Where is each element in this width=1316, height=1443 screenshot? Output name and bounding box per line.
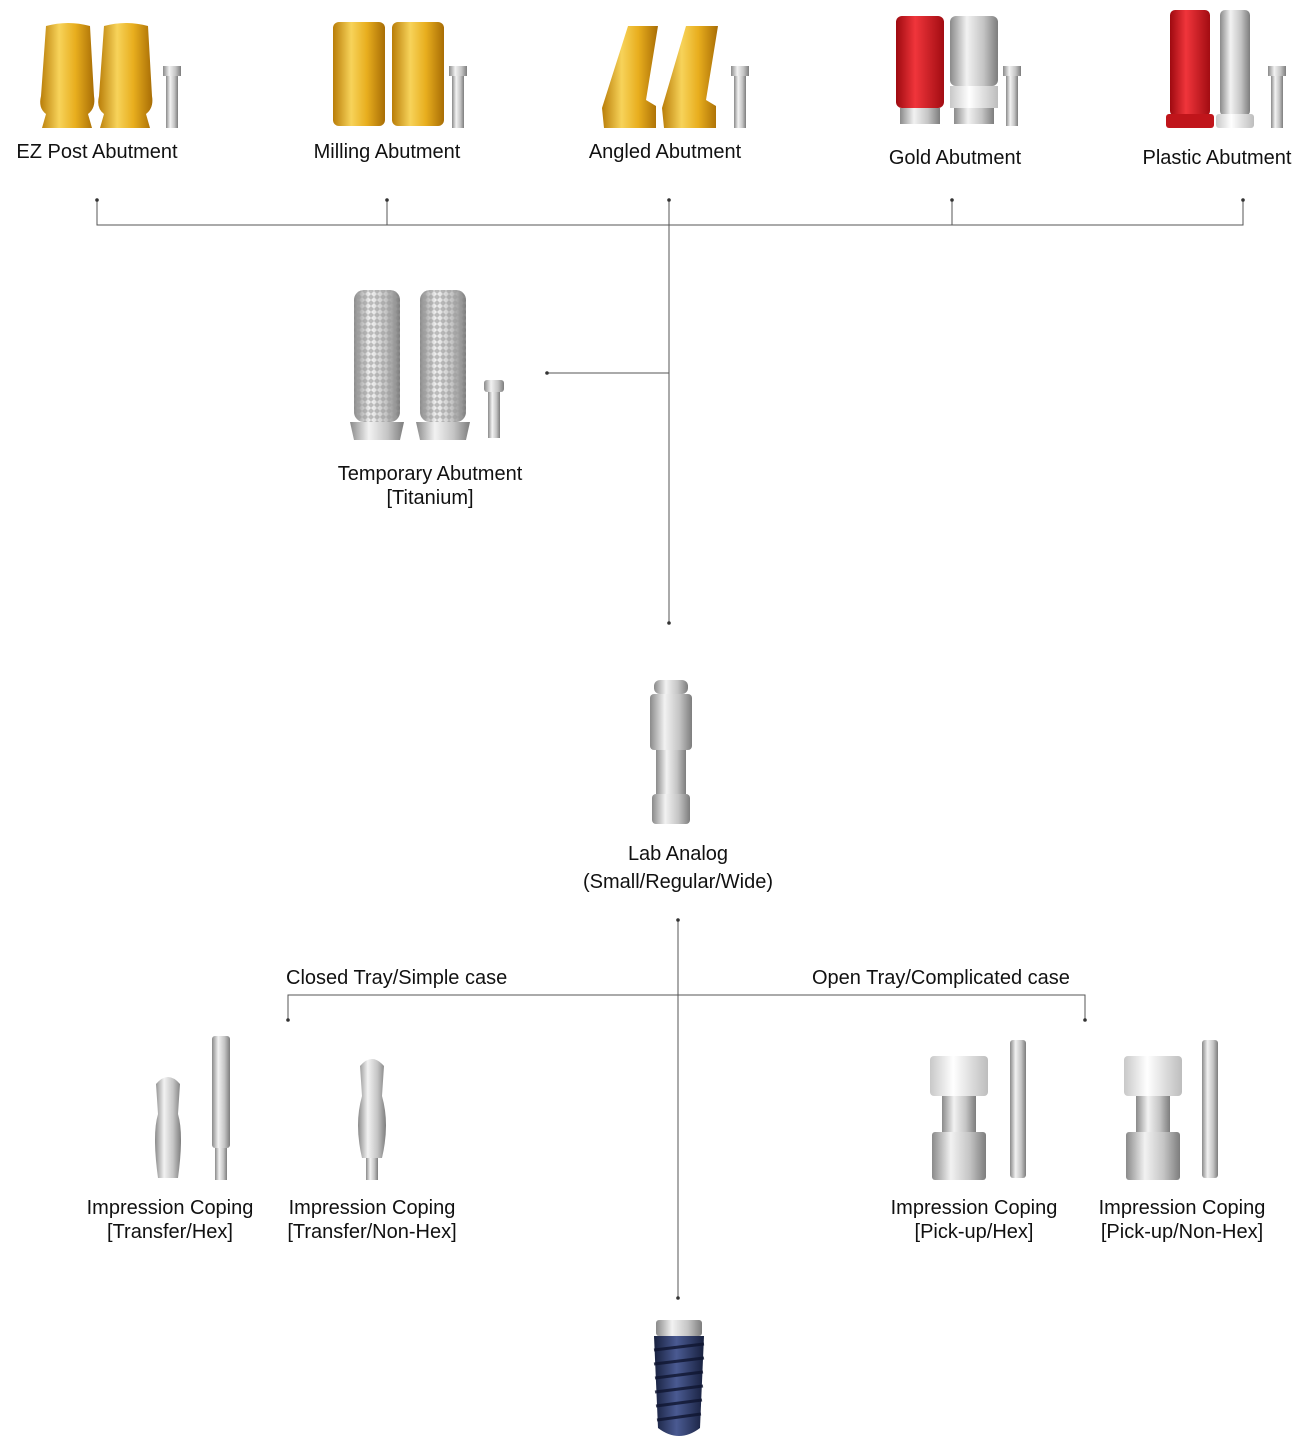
angled-abutment-label: Angled Abutment — [588, 141, 742, 163]
pickup-nonhex-label: Impression Coping[Pick-up/Non-Hex] — [1098, 1197, 1266, 1243]
lab-analog-label: Lab Analog(Small/Regular/Wide) — [582, 843, 774, 893]
gold-abutment-label: Gold Abutment — [888, 147, 1022, 169]
plastic-abutment-image — [1166, 10, 1286, 128]
angled-abutment-image — [602, 26, 749, 128]
ez-post-abutment-label: EZ Post Abutment — [16, 141, 178, 163]
milling-abutment-label: Milling Abutment — [313, 141, 461, 163]
temporary-abutment-image — [350, 290, 504, 440]
transfer-nonhex-coping-image — [358, 1059, 386, 1180]
implant-image — [653, 1320, 705, 1436]
ez-post-abutment-image — [40, 23, 181, 128]
pickup-nonhex-coping-image — [1124, 1040, 1218, 1180]
plastic-abutment-label: Plastic Abutment — [1142, 147, 1292, 169]
open-tray-label: Open Tray/Complicated case — [812, 967, 1070, 989]
transfer-hex-coping-image — [155, 1036, 230, 1180]
gold-abutment-image — [896, 16, 1021, 126]
milling-abutment-image — [333, 22, 467, 128]
lab-analog-image — [650, 680, 692, 824]
pickup-hex-coping-image — [930, 1040, 1026, 1180]
pickup-hex-label: Impression Coping[Pick-up/Hex] — [890, 1197, 1058, 1243]
temporary-abutment-label: Temporary Abutment[Titanium] — [337, 463, 523, 509]
transfer-hex-label: Impression Coping[Transfer/Hex] — [86, 1197, 254, 1243]
closed-tray-label: Closed Tray/Simple case — [286, 967, 508, 989]
transfer-nonhex-label: Impression Coping[Transfer/Non-Hex] — [287, 1197, 457, 1243]
